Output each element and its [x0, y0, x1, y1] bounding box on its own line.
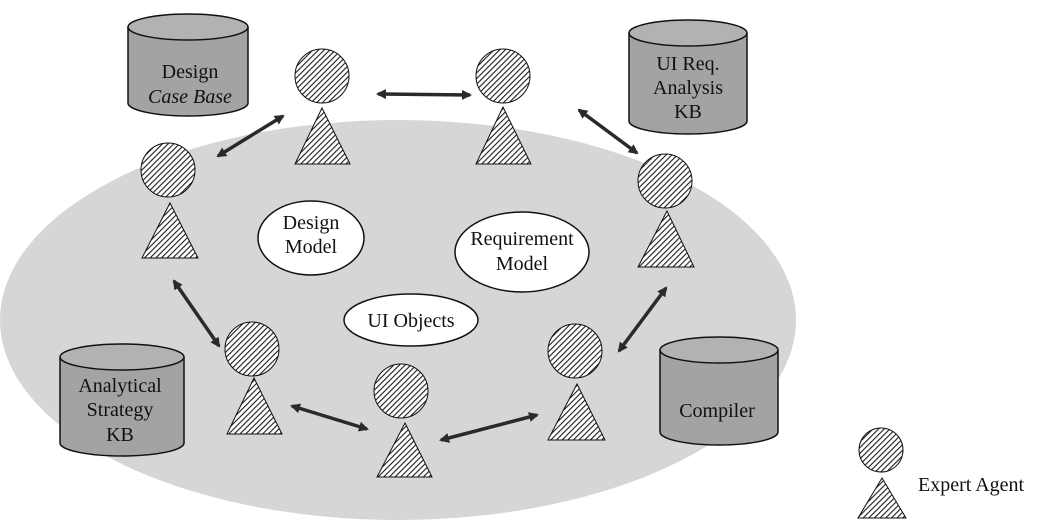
analytical-strategy-label-1: Analytical: [78, 375, 162, 397]
arrow-agent-right-bottom-right: [617, 286, 668, 353]
legend: Expert Agent: [857, 427, 1025, 519]
expert-agent-top-left: [294, 48, 351, 165]
design-model-label-1: Design: [283, 212, 340, 234]
ui-objects-label: UI Objects: [367, 310, 454, 332]
expert-agent-right: [637, 153, 695, 268]
legend-expert-agent-label: Expert Agent: [918, 474, 1025, 496]
design-case-base-label-2: Case Base: [148, 86, 232, 108]
requirement-model-label-2: Model: [496, 253, 549, 275]
arrow-agent-left-bottom-left: [172, 279, 221, 348]
arrow-agent-top-left-top-right: [376, 89, 472, 100]
expert-agent-left: [140, 142, 199, 259]
requirement-model-node: Requirement Model: [454, 211, 590, 293]
analytical-strategy-kb-database: Analytical Strategy KB: [59, 343, 185, 457]
expert-agent-bottom-left: [224, 321, 283, 435]
legend-expert-agent-icon: [857, 427, 907, 519]
ui-req-label-1: UI Req.: [656, 53, 719, 75]
compiler-database: Compiler: [659, 336, 779, 446]
design-model-node: Design Model: [257, 200, 365, 276]
analytical-strategy-label-3: KB: [106, 424, 134, 446]
ui-req-analysis-kb-database: UI Req. Analysis KB: [628, 19, 748, 135]
ui-req-label-2: Analysis: [653, 77, 723, 99]
ui-req-label-3: KB: [674, 101, 702, 123]
design-model-label-2: Model: [285, 236, 338, 258]
compiler-label: Compiler: [679, 400, 755, 422]
design-case-base-database: Design Case Base: [127, 13, 249, 117]
arrows: [172, 89, 668, 443]
requirement-model-label-1: Requirement: [470, 228, 574, 250]
arrow-agent-bottom-bottom-right: [439, 412, 539, 443]
expert-agent-top-right: [475, 48, 532, 165]
expert-agent-bottom-right: [547, 323, 606, 441]
design-case-base-label-1: Design: [162, 61, 219, 83]
ui-objects-node: UI Objects: [343, 293, 479, 347]
arrow-agent-top-left-left: [216, 114, 285, 158]
arrow-agent-top-right-right: [577, 108, 639, 155]
arrow-agent-bottom-left-bottom: [290, 403, 369, 432]
expert-agent-bottom: [373, 363, 433, 478]
analytical-strategy-label-2: Strategy: [87, 399, 154, 421]
